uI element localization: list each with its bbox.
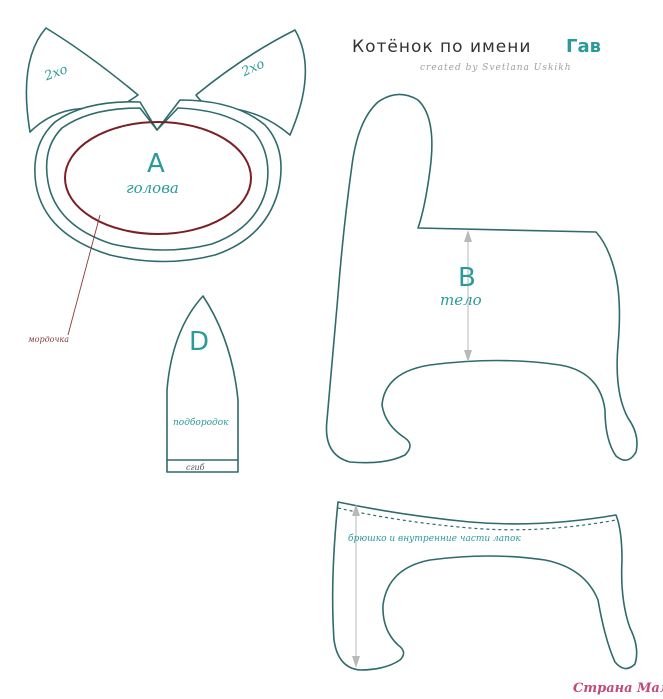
arrow-head-bottom [464,350,472,362]
head-piece-a: A голова [34,99,282,263]
head-word: голова [126,179,179,197]
pattern-title: Котёнок по имени Гав created by Svetlana… [352,36,601,73]
muzzle-leader-line [67,214,101,336]
belly-arrow-head-top [352,504,360,516]
title-name-text: Гав [566,36,601,57]
belly-arrow-head-bottom [352,656,360,668]
title-main-text: Котёнок по имени [352,37,531,57]
belly-label: брюшко и внутренние части лапок [348,533,521,544]
muzzle-outline [64,121,252,235]
arrow-head-top [464,230,472,242]
fold-label: сгиб [186,463,205,472]
belly-piece: брюшко и внутренние части лапок [331,501,638,671]
body-piece-b: B тело [325,93,638,464]
head-letter: A [147,149,165,179]
chin-word: подбородок [173,417,229,428]
credit-text: created by Svetlana Uskikh [420,63,572,73]
body-letter: B [458,263,476,293]
watermark-text: Страна Мам [573,681,663,696]
chin-letter: D [189,327,209,357]
belly-dashed-seam [337,507,617,531]
body-word: тело [440,291,482,309]
muzzle-label: мордочка [28,335,69,344]
chin-piece-d: D подбородок сгиб [166,295,239,473]
